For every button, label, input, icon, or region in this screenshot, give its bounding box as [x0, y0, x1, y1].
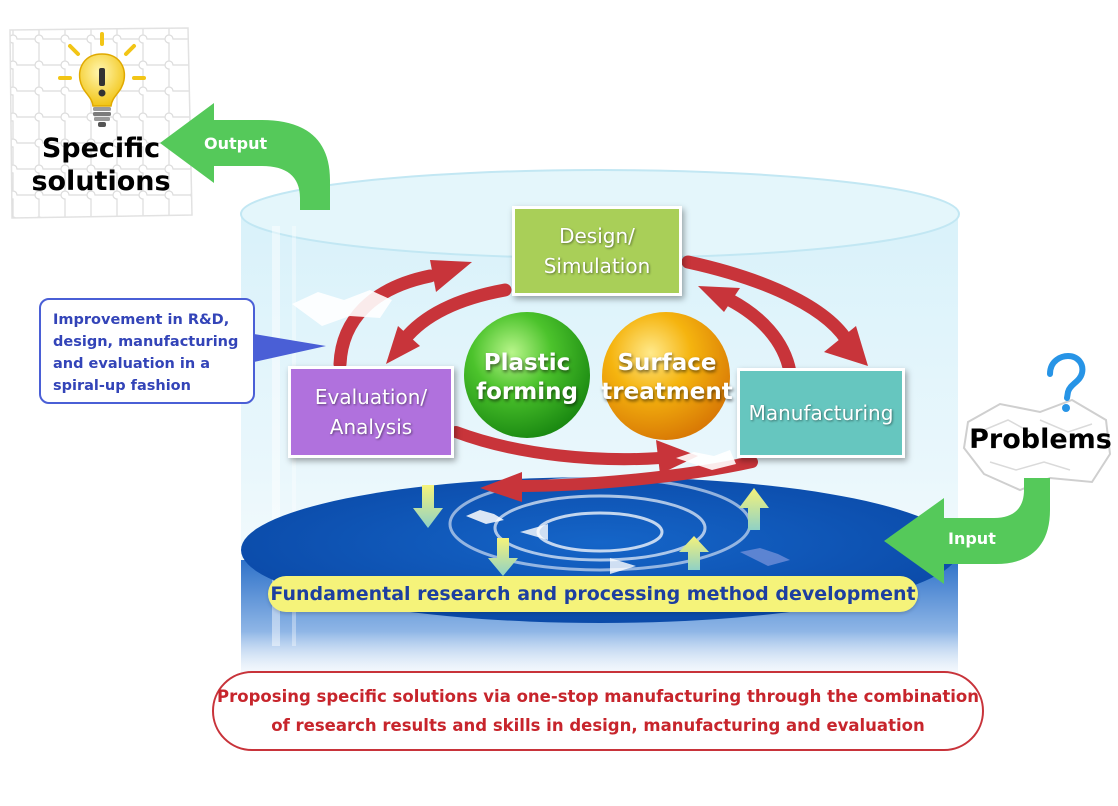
evaluation-analysis-box: Evaluation/ Analysis	[288, 366, 454, 458]
cycle-arrows	[333, 255, 868, 502]
sphere-surface-treatment	[602, 312, 730, 440]
callout-line1: Improvement in R&D,	[53, 312, 230, 328]
solutions-line2: solutions	[31, 166, 171, 197]
callout-line4: spiral-up fashion	[53, 378, 191, 394]
vertical-arrows	[413, 485, 769, 576]
problems-title: Problems	[969, 424, 1112, 455]
puzzle-decoration	[292, 290, 790, 566]
sphere-plastic-forming	[464, 312, 590, 438]
surface-treatment-label: Surface treatment	[600, 318, 734, 438]
callout-line2: design, manufacturing	[53, 334, 239, 350]
design-simulation-box: Design/ Simulation	[512, 206, 682, 296]
callout-line3: and evaluation in a	[53, 356, 211, 372]
specific-solutions-title: Specific solutions	[16, 132, 186, 198]
foundation-bar: Fundamental research and processing meth…	[268, 576, 918, 612]
manufacturing-label: Manufacturing	[748, 401, 894, 425]
puzzle-pieces-icon	[962, 398, 1112, 492]
callout-pointer	[254, 334, 326, 362]
improvement-callout: Improvement in R&D, design, manufacturin…	[39, 298, 255, 404]
plastic-line1: Plastic	[483, 350, 571, 376]
summary-line2: of research results and skills in design…	[271, 716, 925, 735]
summary-box: Proposing specific solutions via one-sto…	[212, 671, 984, 751]
plastic-forming-label: Plastic forming	[462, 318, 592, 438]
plastic-line2: forming	[476, 379, 578, 405]
evaluation-line1: Evaluation/	[314, 385, 428, 409]
input-label: Input	[948, 529, 996, 548]
output-arrow	[160, 103, 330, 210]
design-line2: Simulation	[543, 254, 651, 278]
manufacturing-box: Manufacturing	[737, 368, 905, 458]
summary-line1: Proposing specific solutions via one-sto…	[217, 687, 979, 706]
solutions-line1: Specific	[41, 133, 161, 164]
lightbulb-icon	[58, 32, 146, 127]
design-line1: Design/	[559, 224, 635, 248]
input-arrow	[884, 478, 1050, 584]
surface-line1: Surface	[617, 350, 717, 376]
evaluation-line2: Analysis	[329, 415, 413, 439]
output-label: Output	[204, 134, 268, 153]
question-mark-icon	[1047, 352, 1086, 412]
surface-line2: treatment	[601, 379, 733, 405]
